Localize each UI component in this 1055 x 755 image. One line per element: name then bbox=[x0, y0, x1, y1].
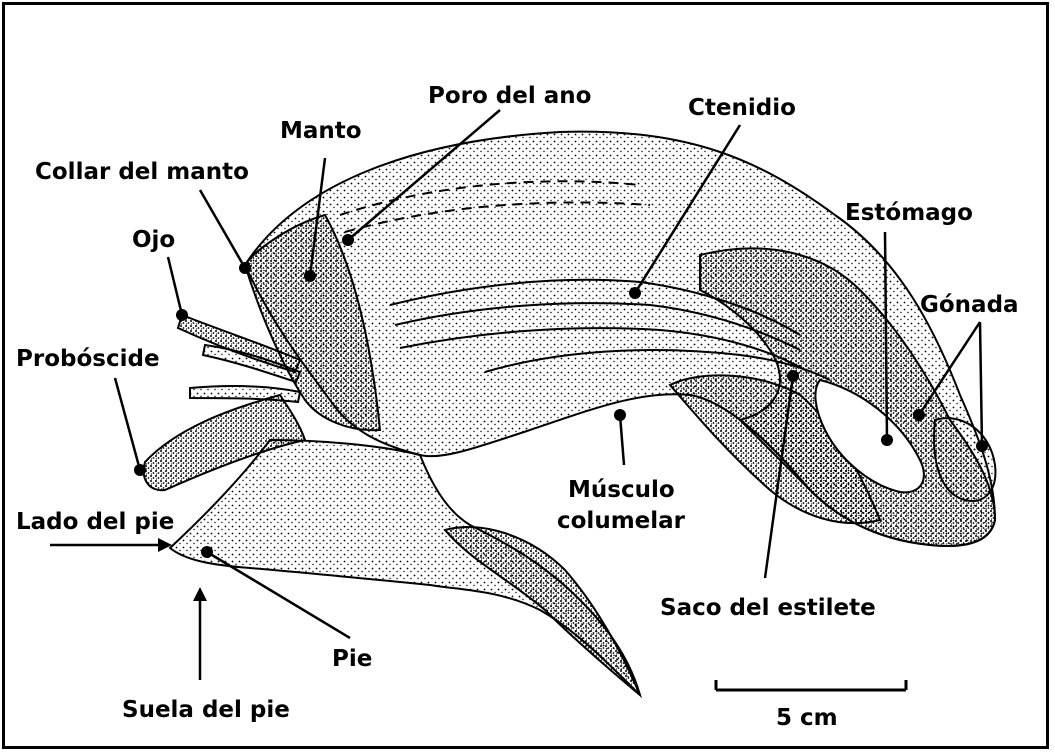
label-gonada: Gónada bbox=[920, 292, 1019, 318]
label-collar-del-manto: Collar del manto bbox=[35, 159, 249, 185]
label-suela-del-pie: Suela del pie bbox=[122, 697, 290, 723]
tentacle-3 bbox=[190, 386, 300, 402]
leader-ojo bbox=[168, 257, 182, 315]
leader-proboscide bbox=[115, 378, 140, 470]
label-manto: Manto bbox=[280, 118, 362, 144]
label-ctenidio: Ctenidio bbox=[688, 95, 796, 121]
label-lado-del-pie: Lado del pie bbox=[16, 509, 174, 535]
leader-collar bbox=[200, 190, 245, 268]
scale-label: 5 cm bbox=[776, 705, 838, 731]
label-ojo: Ojo bbox=[132, 227, 175, 253]
label-poro-del-ano: Poro del ano bbox=[428, 83, 591, 109]
leader-gonada-2 bbox=[980, 322, 982, 446]
label-musculo-line2: columelar bbox=[557, 508, 686, 534]
arrowhead-suela-del-pie bbox=[193, 587, 207, 601]
label-saco-del-estilete: Saco del estilete bbox=[660, 595, 876, 621]
label-pie: Pie bbox=[332, 646, 372, 672]
label-estomago: Estómago bbox=[845, 200, 973, 226]
label-musculo-line1: Músculo bbox=[568, 477, 675, 503]
label-proboscide: Probóscide bbox=[16, 346, 160, 372]
arrowhead-lado-del-pie bbox=[158, 538, 172, 552]
leader-musculo bbox=[620, 415, 624, 465]
